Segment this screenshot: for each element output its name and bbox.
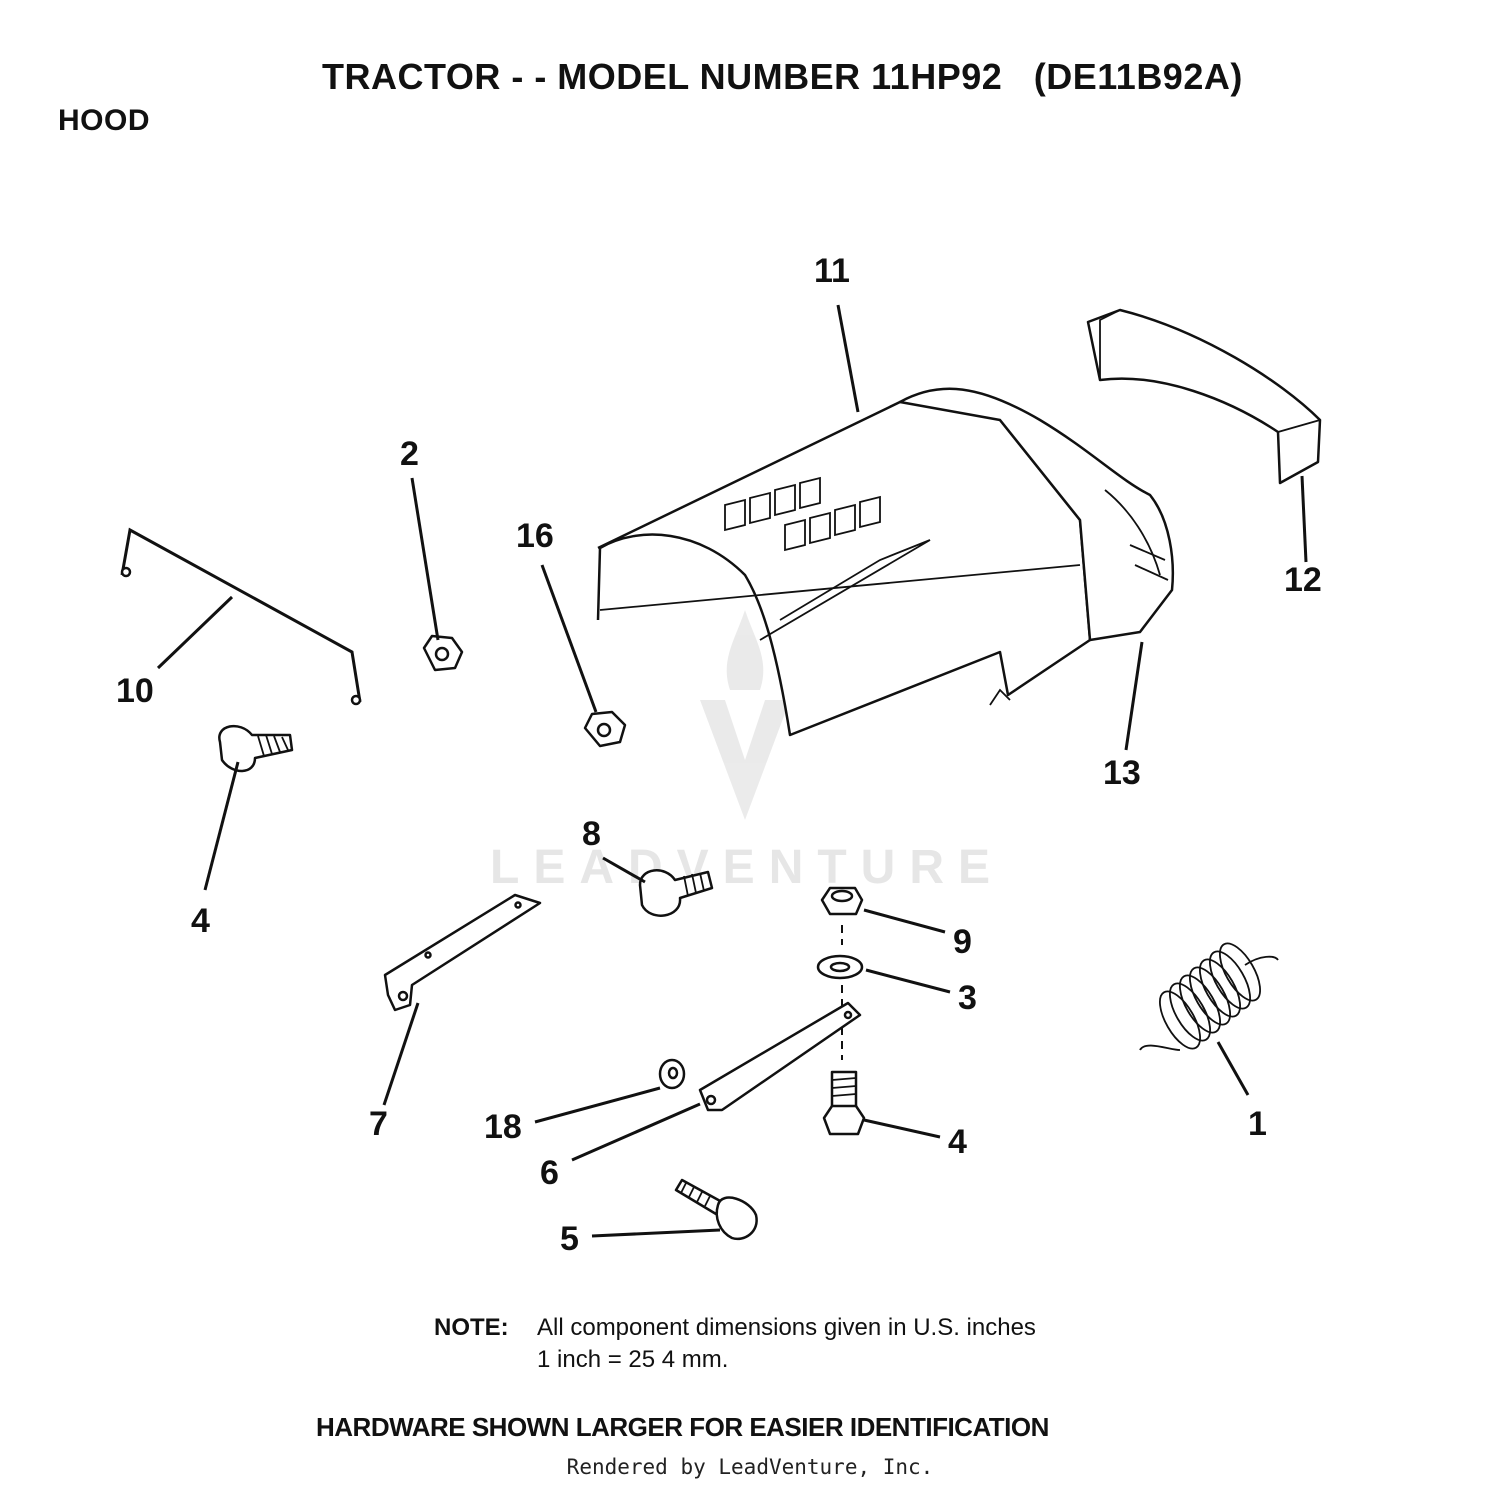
lock-nut-part [583,710,627,748]
callout-4-lower: 4 [948,1123,967,1161]
watermark-text: LEADVENTURE [490,841,1005,894]
note-line-1: All component dimensions given in U.S. i… [537,1314,1036,1341]
leader-line-11 [836,304,860,413]
callout-18: 18 [484,1108,522,1146]
leader-line-4a [203,761,240,891]
callout-8: 8 [582,815,601,853]
leader-line-10 [156,595,234,670]
leader-line-16 [540,564,598,713]
callout-13: 13 [1103,754,1141,792]
leader-line-13 [1124,641,1144,751]
watermark-logo [700,610,790,820]
shoulder-bolt-part [674,1178,758,1241]
washer-part [816,954,864,980]
hardware-note: HARDWARE SHOWN LARGER FOR EASIER IDENTIF… [316,1412,1049,1442]
nut-part [820,886,864,916]
leader-lines [156,304,1308,1238]
flange-bolt-part [638,869,714,917]
hex-bolt-lower-part [822,1070,866,1136]
hood-bracket-part [383,893,542,1012]
leader-line-7 [382,1002,420,1106]
rendered-by-credit: Rendered by LeadVenture, Inc. [566,1455,934,1479]
page-title: TRACTOR - - MODEL NUMBER 11HP92 (DE11B92… [322,56,1243,97]
callout-12: 12 [1284,561,1322,599]
grille-part [1086,308,1322,485]
callout-5: 5 [560,1220,579,1258]
spring-part [1139,942,1279,1051]
callout-3: 3 [958,979,977,1017]
hex-bolt-part [218,724,294,773]
callout-9: 9 [953,923,972,961]
leader-line-6 [571,1102,701,1162]
callout-11: 11 [814,252,850,290]
flat-washer-part [658,1058,686,1090]
hex-nut-part [422,634,464,672]
leader-line-1 [1216,1041,1250,1096]
leader-line-18 [534,1086,661,1124]
callout-7: 7 [369,1105,388,1143]
leader-line-9 [863,908,946,934]
callout-labels: 11 2 16 12 10 13 4 8 9 3 7 18 6 4 1 5 [116,252,1322,1258]
note-line-2: 1 inch = 25 4 mm. [537,1346,729,1373]
leader-line-8 [602,856,646,884]
hood-link-part [698,1001,862,1112]
callout-4-upper: 4 [191,902,210,940]
callout-2: 2 [400,435,419,473]
leader-line-4b [863,1118,941,1139]
leader-line-5 [591,1228,721,1238]
support-rod-part [120,527,362,706]
callout-1: 1 [1248,1105,1267,1143]
leader-line-2 [410,477,440,641]
leader-line-12 [1300,475,1308,563]
callout-16: 16 [516,517,554,555]
section-title: HOOD [58,104,150,137]
callout-10: 10 [116,672,154,710]
hood-part [596,387,1175,737]
callout-6: 6 [540,1154,559,1192]
leader-line-3 [865,968,951,994]
note-label: NOTE: [434,1314,509,1341]
